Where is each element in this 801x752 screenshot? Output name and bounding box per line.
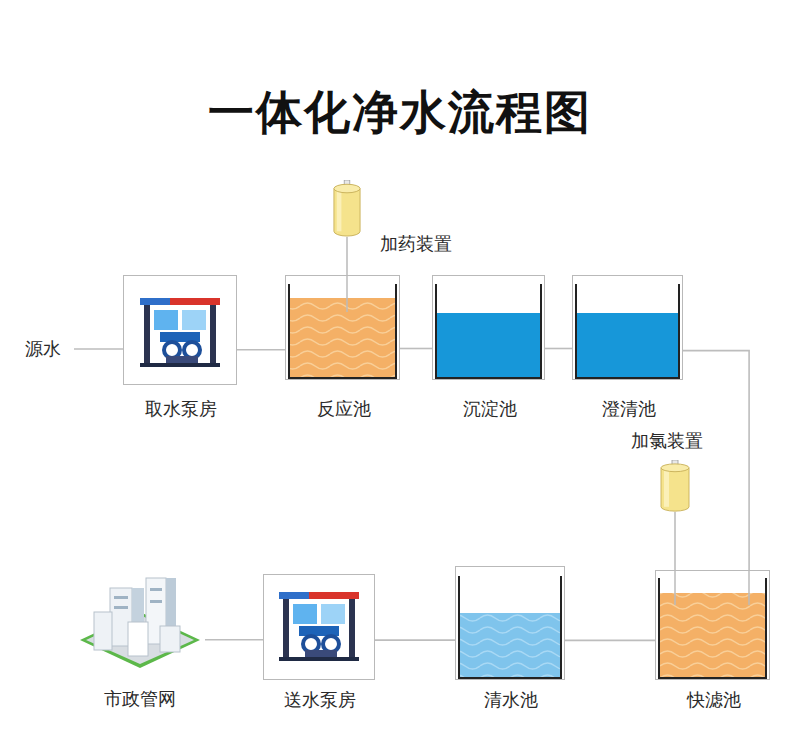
node-label: 反应池: [317, 398, 371, 420]
inlet-pipe: [748, 571, 750, 605]
dosing-device: 加药装置: [333, 180, 361, 237]
diagram-title: 一体化净水流程图: [208, 82, 592, 144]
pump-house: 取水泵房: [123, 275, 237, 385]
chlorine-device: 加氯装置: [660, 460, 690, 512]
pipe-connector: [205, 639, 263, 641]
node-label: 市政管网: [104, 688, 176, 710]
blue-water: [576, 313, 679, 377]
pipe-connector: [674, 512, 676, 570]
clear-water-tank: 清水池: [455, 566, 565, 680]
sedimentation-tank: 沉淀池: [432, 275, 545, 380]
node-label: 加氯装置: [631, 430, 703, 452]
cylinder-shape: [333, 180, 361, 237]
light-water: [459, 613, 561, 677]
tank-wall: [436, 284, 541, 378]
tank-wall: [459, 576, 561, 678]
source-label: 源水: [22, 337, 74, 361]
blue-water: [436, 313, 541, 377]
chlorine-pipe: [674, 571, 676, 605]
pipe-connector: [545, 348, 572, 350]
pump-icon: [140, 298, 220, 367]
node-label: 加药装置: [380, 233, 452, 255]
city-illustration: [80, 578, 200, 668]
node-label: 澄清池: [602, 398, 656, 420]
node-label: 清水池: [484, 689, 538, 711]
dosing-pipe: [346, 276, 348, 312]
pipe-connector: [375, 639, 455, 641]
reaction-tank: 反应池: [285, 275, 400, 380]
node-label: 沉淀池: [463, 398, 517, 420]
pump-house: 送水泵房: [263, 574, 375, 680]
pipe-connector: [346, 237, 348, 275]
pipe-connector: [683, 351, 749, 570]
pipe-connector: [400, 348, 432, 350]
node-label: 取水泵房: [145, 398, 217, 420]
cylinder-shape: [660, 460, 690, 512]
node-label: 送水泵房: [284, 689, 356, 711]
pipe-connector: [74, 348, 123, 350]
pipe-connector: [565, 640, 655, 642]
clarifier-tank: 澄清池: [572, 275, 683, 380]
filter-tank: 快滤池: [655, 570, 770, 680]
city-network: 市政管网: [75, 575, 205, 680]
tank-wall: [576, 284, 679, 378]
pipe-connector: [237, 349, 285, 351]
orange-water: [289, 298, 396, 377]
tank-wall: [289, 284, 396, 378]
pump-icon: [279, 592, 359, 661]
orange-water: [659, 593, 766, 677]
node-label: 源水: [25, 338, 61, 360]
node-label: 快滤池: [687, 689, 741, 711]
